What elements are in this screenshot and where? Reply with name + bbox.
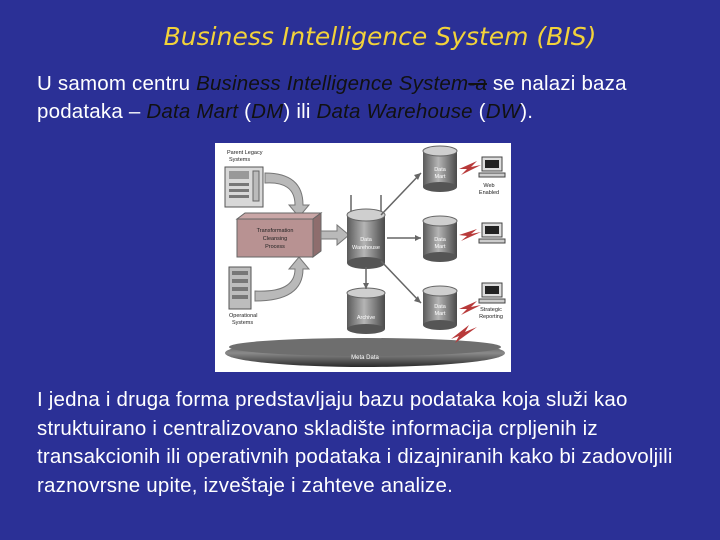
- legacy-label-2: Systems: [229, 157, 250, 163]
- arrow-transform-to-warehouse: [320, 223, 350, 247]
- intro-highlight-dw: DW: [485, 100, 521, 123]
- operational-server-icon: [228, 266, 252, 310]
- legacy-label-1: Parent Legacy: [227, 150, 263, 156]
- intro-highlight-warehouse: Data Warehouse: [316, 100, 473, 123]
- operational-label-2: Systems: [232, 320, 253, 326]
- warehouse-label-1: Data: [360, 237, 373, 243]
- strategic-label-2: Reporting: [479, 314, 503, 320]
- intro-text: se nalazi baza podataka –: [37, 72, 627, 123]
- datamart-bottom-cylinder: [422, 285, 458, 330]
- metadata-disk: [225, 338, 505, 367]
- slide-title: Business Intelligence System (BIS): [163, 22, 597, 51]
- intro-highlight-bis: Business Intelligence System: [196, 72, 469, 95]
- warehouse-label-2: Warehouse: [352, 245, 380, 251]
- legacy-server-icon: [224, 166, 264, 208]
- archive-cylinder: [346, 287, 386, 334]
- intro-text: (: [238, 100, 252, 123]
- arrow-operational-to-transform: [254, 256, 311, 302]
- transformation-box: [235, 212, 323, 258]
- body-paragraph: I jedna i druga forma predstavljaju bazu…: [37, 388, 673, 497]
- datamart-bottom-label-2: Mart: [435, 311, 446, 317]
- transform-label-1: Transformation: [257, 228, 294, 234]
- connector-arrowheads: [363, 173, 421, 303]
- datamart-top-label-2: Mart: [435, 174, 446, 180]
- intro-text: ).: [520, 100, 534, 123]
- datamart-middle-label-2: Mart: [435, 244, 446, 250]
- datamart-top-label-1: Data: [434, 167, 447, 173]
- datamart-middle-cylinder: [422, 215, 458, 262]
- datamart-top-cylinder: [422, 145, 458, 192]
- warehouse-cylinder: [346, 208, 386, 269]
- intro-highlight-datamart: Data Mart: [146, 100, 239, 123]
- arrow-legacy-to-transform: [264, 172, 311, 218]
- intro-paragraph: U samom centru Business Intelligence Sys…: [37, 70, 697, 126]
- computer-icon-middle: [478, 222, 506, 244]
- web-label-2: Enabled: [479, 190, 499, 196]
- transform-label-2: Cleansing: [263, 236, 287, 242]
- lightning-links: [451, 161, 481, 343]
- computer-icon-bottom: [478, 282, 506, 304]
- intro-highlight-suffix: -a: [468, 72, 487, 95]
- intro-text: U samom centru: [37, 72, 197, 95]
- intro-text: ) ili: [283, 100, 317, 123]
- datamart-bottom-label-1: Data: [434, 304, 447, 310]
- transform-label-3: Process: [265, 244, 285, 250]
- web-label-1: Web: [483, 183, 494, 189]
- computer-icon-top: [478, 156, 506, 178]
- metadata-label: Meta Data: [351, 355, 379, 361]
- archive-label: Archive: [357, 315, 375, 321]
- bis-architecture-diagram: Meta Data Parent Legacy Systems Operatio…: [215, 143, 511, 372]
- datamart-middle-label-1: Data: [434, 237, 447, 243]
- operational-label-1: Operational: [229, 313, 257, 319]
- strategic-label-1: Strategic: [480, 307, 502, 313]
- intro-text: (: [472, 100, 486, 123]
- intro-highlight-dm: DM: [251, 100, 284, 123]
